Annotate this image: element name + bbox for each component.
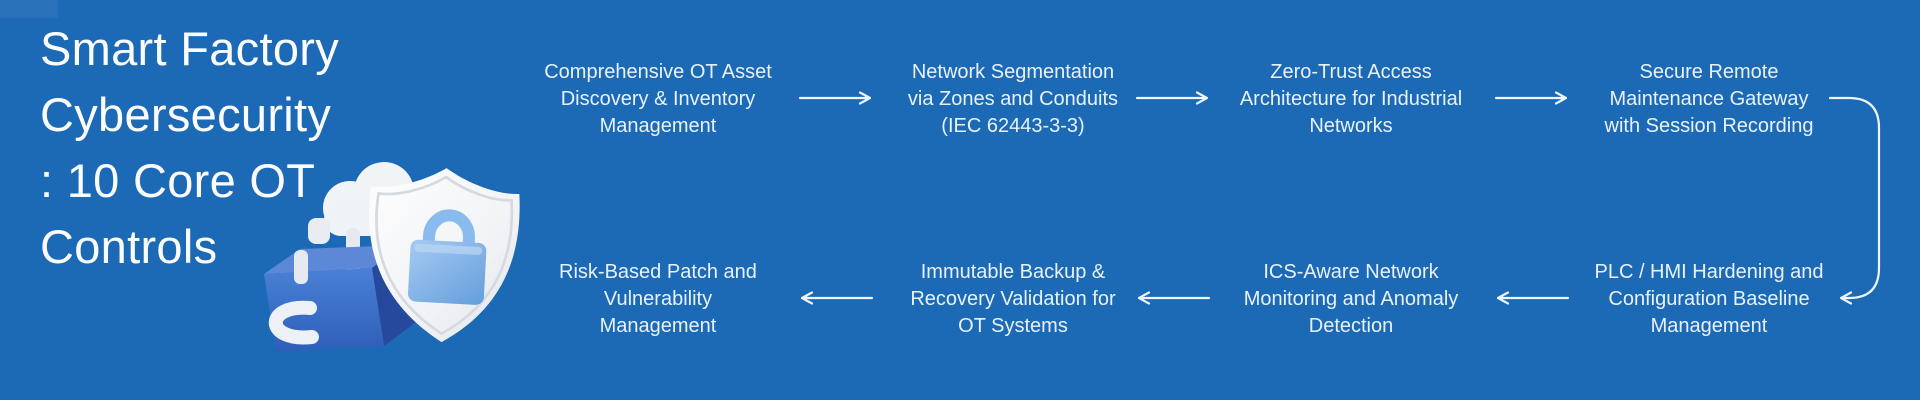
flow-step-4: Secure Remote Maintenance Gateway with S…: [1604, 61, 1814, 137]
corner-highlight: [0, 0, 58, 18]
flow-step-8: Risk-Based Patch and Vulnerability Manag…: [559, 261, 757, 337]
flow-step-7: Immutable Backup & Recovery Validation f…: [910, 261, 1116, 337]
shield-shape: [369, 168, 520, 343]
flow-step-6: ICS-Aware Network Monitoring and Anomaly…: [1243, 261, 1459, 337]
flow-step-5: PLC / HMI Hardening and Configuration Ba…: [1594, 261, 1824, 337]
flow-step-1: Comprehensive OT Asset Discovery & Inven…: [544, 61, 772, 137]
page-title: Smart Factory Cybersecurity : 10 Core OT…: [40, 22, 340, 273]
padlock-icon: [407, 209, 487, 305]
flow-step-2: Network Segmentation via Zones and Condu…: [907, 61, 1119, 137]
shield-lock-toolbox-3d-icon: [264, 162, 520, 352]
flow-step-3: Zero-Trust Access Architecture for Indus…: [1239, 61, 1463, 137]
